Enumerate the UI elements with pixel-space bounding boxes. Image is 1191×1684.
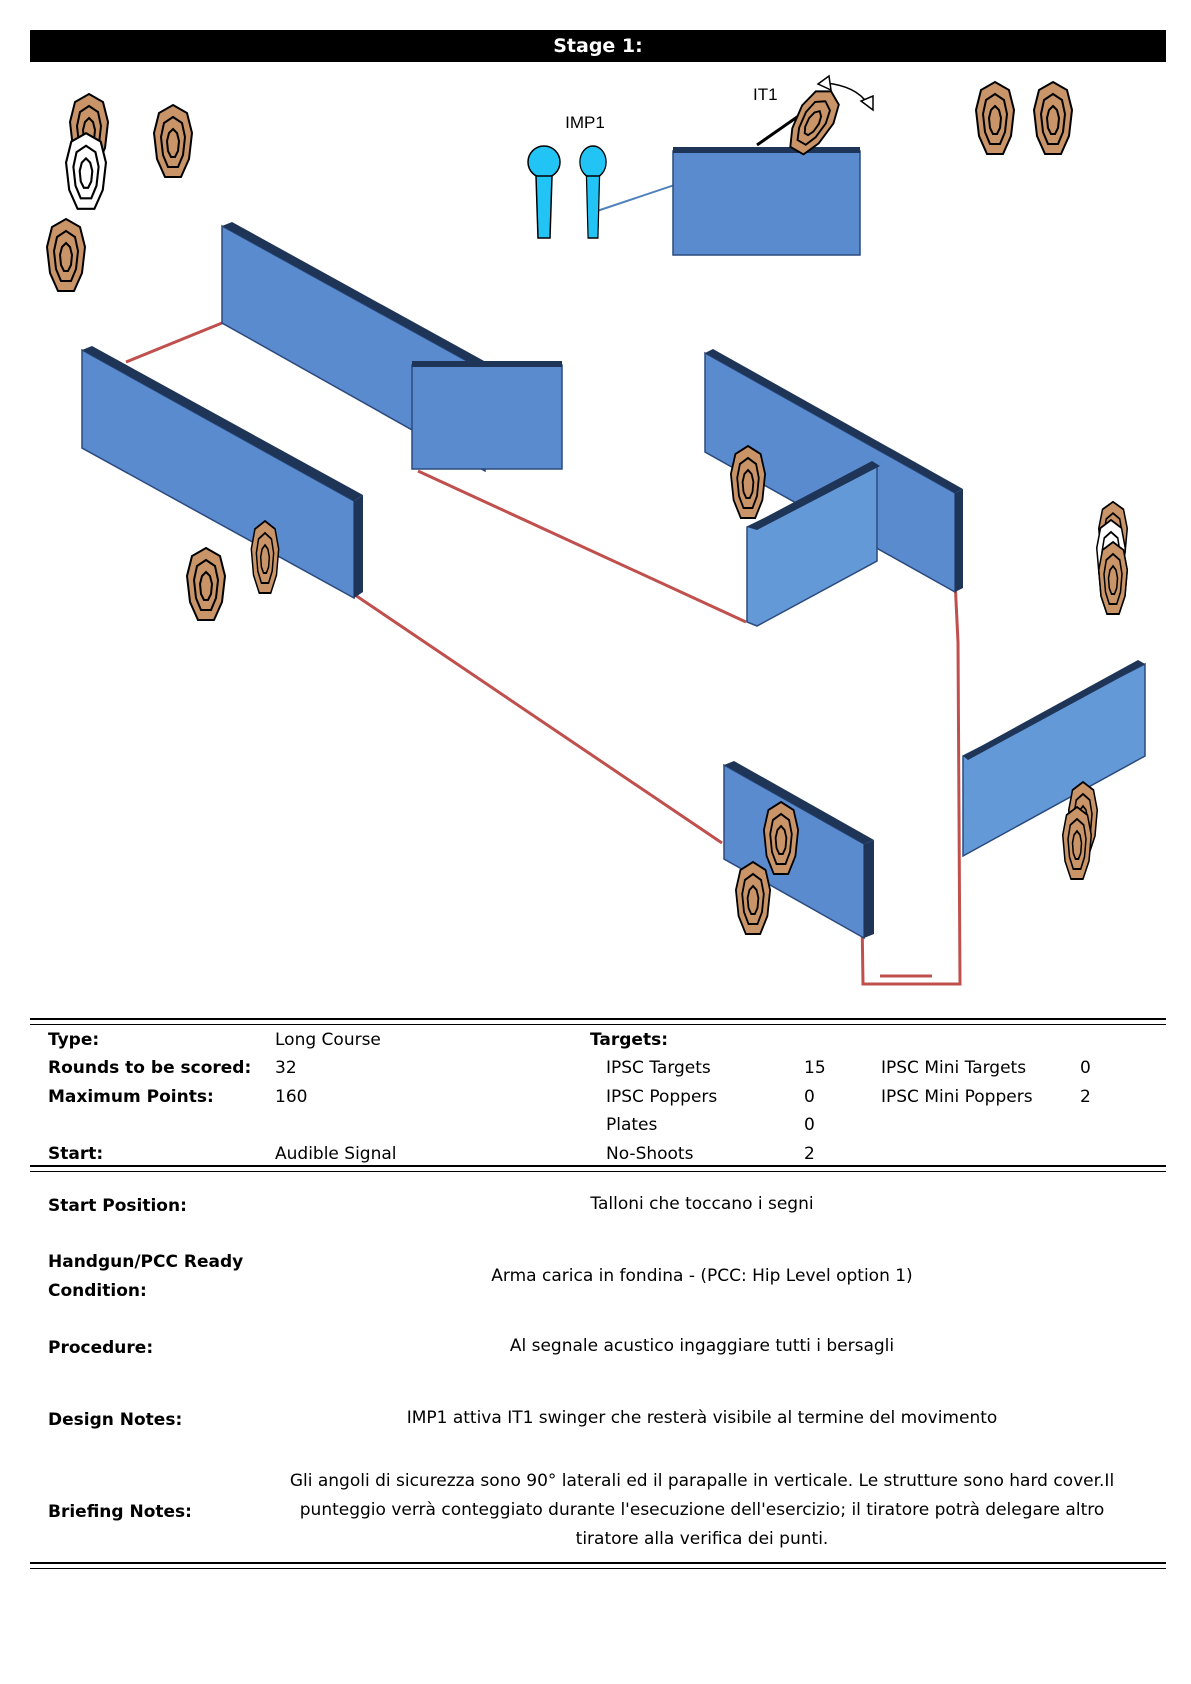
ipsc-target-icon: [729, 445, 767, 519]
stage-diagram: IMP1 IT1: [46, 74, 1146, 986]
target-count-label: IPSC Poppers: [606, 1087, 718, 1107]
swinger-rotation-icon: [816, 74, 874, 112]
ipsc-target-icon: [46, 218, 86, 292]
no-shoot-target-icon: [65, 132, 107, 210]
wall: [81, 346, 363, 600]
swinger-arm: [756, 113, 801, 147]
ipsc-target-icon: [762, 801, 800, 875]
popper-icon: [527, 145, 561, 239]
target-count-value: 0: [804, 1087, 815, 1107]
wall: [746, 461, 880, 627]
procedure-value: Al segnale acustico ingaggiare tutti i b…: [509, 1336, 895, 1356]
briefing-notes-label: Briefing Notes:: [48, 1502, 192, 1522]
divider: [30, 1018, 1166, 1025]
ipsc-target-icon: [153, 104, 193, 178]
ipsc-target-icon: [1033, 81, 1073, 155]
briefing-notes-line: Gli angoli di sicurezza sono 90° lateral…: [289, 1471, 1115, 1491]
stage-title: Stage 1:: [30, 30, 1166, 62]
ready-condition-label: Handgun/PCC Ready: [48, 1252, 244, 1272]
target-count-value: 15: [804, 1058, 826, 1078]
fault-line: [125, 321, 962, 986]
ready-condition-label: Condition:: [48, 1281, 147, 1301]
ipsc-target-icon: [734, 861, 772, 935]
target-count-label: IPSC Targets: [606, 1058, 711, 1078]
briefing-notes-line: punteggio verrà conteggiato durante l'es…: [299, 1500, 1105, 1520]
mini-target-value: 2: [1080, 1087, 1091, 1107]
start-label: Start:: [48, 1144, 104, 1164]
max-points-label: Maximum Points:: [48, 1087, 214, 1107]
divider: [30, 1165, 1166, 1172]
max-points-value: 160: [275, 1087, 308, 1107]
mini-target-label: IPSC Mini Targets: [881, 1058, 1027, 1078]
mini-target-value: 0: [1080, 1058, 1091, 1078]
target-count-value: 2: [804, 1144, 815, 1164]
procedure-label: Procedure:: [48, 1338, 154, 1358]
start-position-value: Talloni che toccano i segni: [590, 1194, 814, 1214]
wall: [411, 361, 563, 470]
target-count-value: 0: [804, 1115, 815, 1135]
popper-icon: [579, 145, 607, 239]
rounds-label: Rounds to be scored:: [48, 1058, 252, 1078]
wall: [962, 660, 1146, 858]
design-notes-value: IMP1 attiva IT1 swinger che resterà visi…: [406, 1408, 998, 1428]
rounds-value: 32: [275, 1058, 297, 1078]
ipsc-target-icon: [1097, 541, 1129, 615]
it1-label: IT1: [753, 85, 778, 104]
target-count-label: Plates: [606, 1115, 658, 1135]
ipsc-target-icon: [1061, 806, 1093, 880]
ipsc-target-icon: [250, 520, 280, 594]
start-position-label: Start Position:: [48, 1196, 187, 1216]
start-value: Audible Signal: [275, 1144, 397, 1164]
type-label: Type:: [48, 1030, 100, 1050]
design-notes-label: Design Notes:: [48, 1410, 183, 1430]
ipsc-target-icon: [975, 81, 1015, 155]
mini-target-label: IPSC Mini Poppers: [881, 1087, 1033, 1107]
wall: [704, 349, 963, 594]
imp1-label: IMP1: [565, 113, 605, 132]
targets-label: Targets:: [590, 1030, 669, 1050]
briefing-notes-line: tiratore alla verifica dei punti.: [575, 1529, 829, 1549]
ready-condition-value: Arma carica in fondina - (PCC: Hip Level…: [491, 1266, 913, 1286]
target-count-label: No-Shoots: [606, 1144, 694, 1164]
wall: [672, 147, 861, 256]
divider: [30, 1562, 1166, 1569]
type-value: Long Course: [275, 1030, 381, 1050]
ipsc-target-icon: [186, 547, 226, 621]
